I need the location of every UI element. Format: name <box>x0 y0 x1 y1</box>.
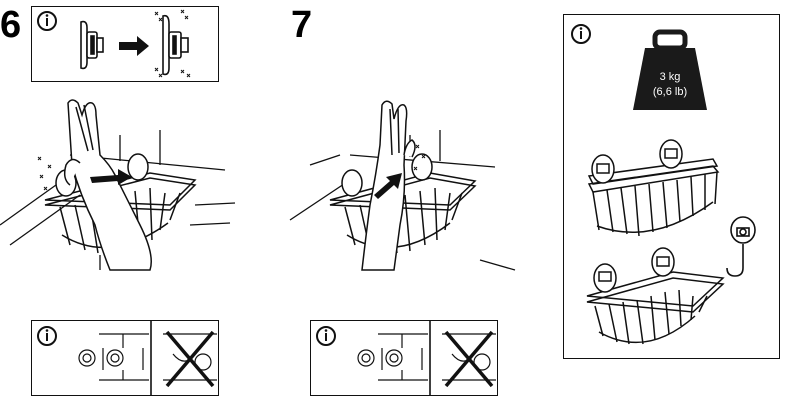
weight-value: 3 kg <box>660 71 681 83</box>
step-7-tip-illustration <box>316 320 496 396</box>
hand <box>63 99 152 271</box>
info-icon <box>37 11 57 31</box>
arrow-right-icon <box>119 36 149 56</box>
arrow-right-icon <box>90 169 132 185</box>
step-6-illustration <box>0 99 236 271</box>
step-6-tip-illustration <box>37 320 217 396</box>
step-6-info-illustration <box>37 9 191 78</box>
load-info-illustration: 3 kg (6,6 lb) <box>571 24 756 345</box>
arrow-right-icon <box>374 173 402 199</box>
info-icon <box>316 326 336 346</box>
info-icon <box>571 24 591 44</box>
weight-icon <box>633 29 707 110</box>
sparkle-icons <box>37 156 52 191</box>
suction-cup-after-icon <box>162 14 189 76</box>
weight-imperial: (6,6 lb) <box>653 86 687 98</box>
rectangular-basket <box>587 139 720 237</box>
cross-out-icon <box>165 330 215 388</box>
sparkle-icons <box>413 144 426 171</box>
hook-icon <box>726 216 756 277</box>
step-6-number: 6 <box>0 4 22 46</box>
step-7-number: 7 <box>291 4 313 46</box>
suction-cup-before-icon <box>80 20 104 70</box>
info-icon <box>37 326 57 346</box>
step-7-illustration <box>289 100 516 271</box>
corner-basket <box>586 247 725 345</box>
sparkle-icons <box>154 9 191 78</box>
hand <box>361 100 416 271</box>
cross-out-icon <box>444 330 494 388</box>
